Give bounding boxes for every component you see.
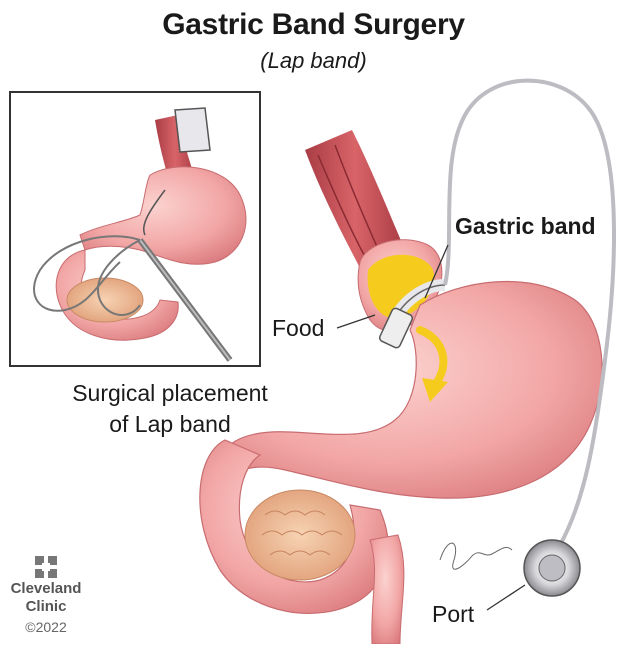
- page-title: Gastric Band Surgery: [0, 8, 627, 42]
- copyright: ©2022: [6, 618, 86, 636]
- label-food: Food: [272, 315, 324, 342]
- logo-line-2: Clinic: [6, 598, 86, 616]
- artist-signature: [440, 543, 512, 569]
- cleveland-clinic-mark-icon: [35, 556, 57, 578]
- leader-food: [337, 315, 375, 328]
- page-subtitle: (Lap band): [0, 48, 627, 74]
- cleveland-clinic-logo: Cleveland Clinic ©2022: [6, 556, 86, 636]
- label-gastric-band: Gastric band: [455, 213, 596, 240]
- main-anatomy: [200, 81, 614, 644]
- label-surgical-placement: Surgical placement of Lap band: [60, 378, 280, 440]
- inset-surgical-view: [10, 92, 260, 366]
- logo-line-1: Cleveland: [6, 580, 86, 598]
- leader-port: [487, 585, 525, 610]
- label-port: Port: [432, 601, 474, 628]
